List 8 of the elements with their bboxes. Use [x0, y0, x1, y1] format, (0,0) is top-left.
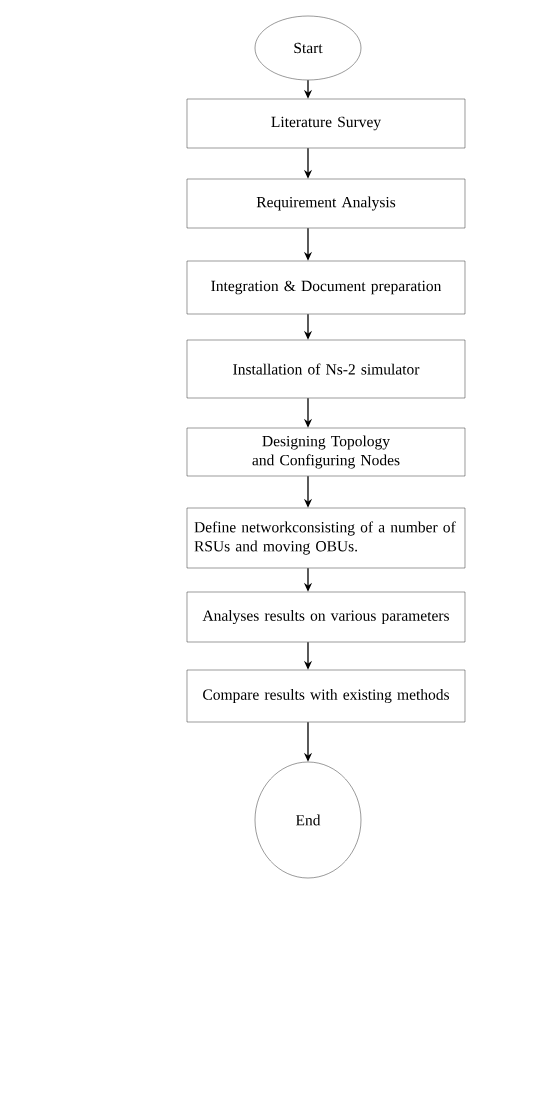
process-box: Compare results with existing methods — [186, 669, 466, 723]
process-box: Analyses results on various parameters — [186, 591, 466, 643]
process-box: Designing Topology and Configuring Nodes — [186, 427, 466, 477]
process-box: Define networkconsisting of a number of RSUs and moving OBUs. — [186, 507, 466, 569]
process-box: Literature Survey — [186, 98, 466, 149]
process-box: Integration & Document preparation — [186, 260, 466, 315]
process-box: Installation of Ns-2 simulator — [186, 339, 466, 399]
process-box: Requirement Analysis — [186, 178, 466, 229]
